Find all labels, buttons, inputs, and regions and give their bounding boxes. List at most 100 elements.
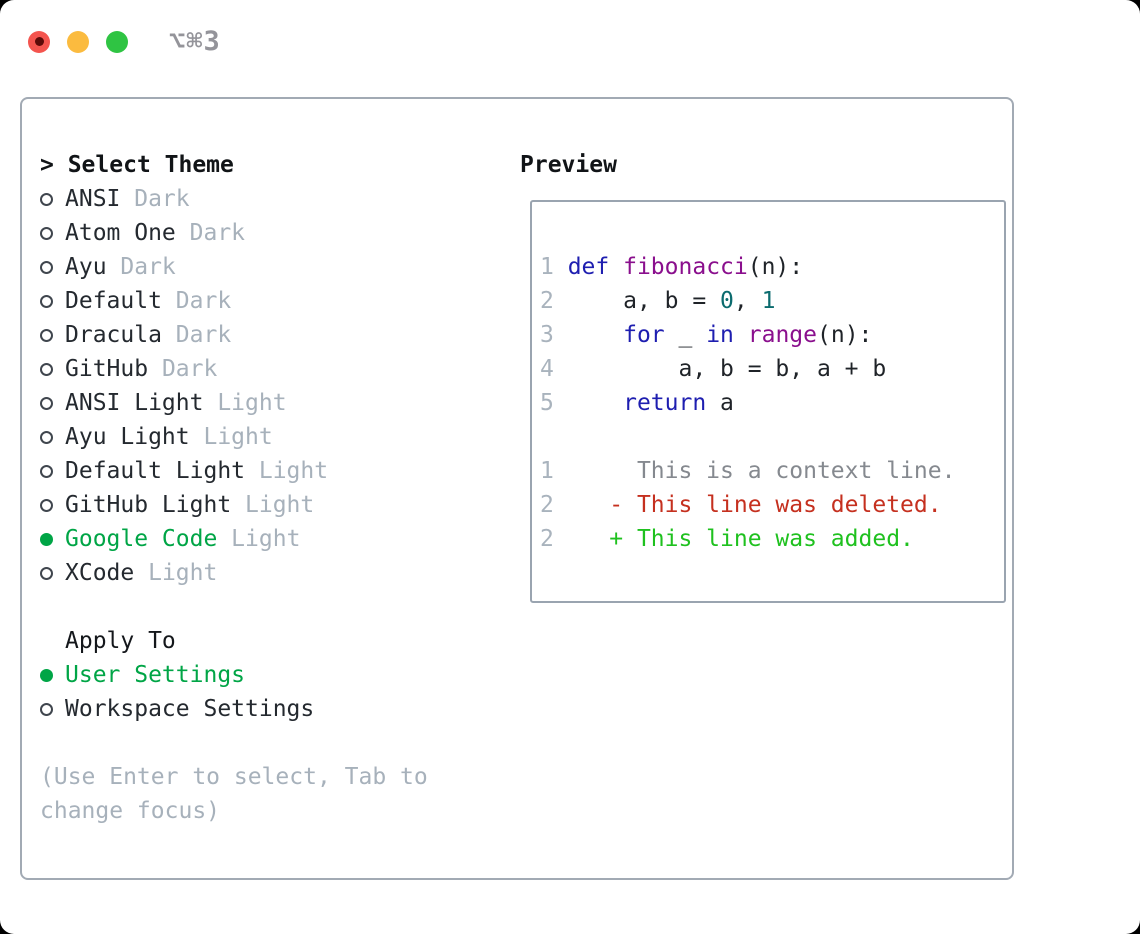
- code-segment: a, b =: [567, 288, 721, 314]
- diff-text: + This line was added.: [567, 526, 914, 552]
- radio-icon: [40, 566, 53, 580]
- radio-icon: [40, 192, 53, 206]
- code-segment: def: [567, 254, 610, 280]
- line-number: 3: [540, 322, 568, 348]
- blank-line: [540, 420, 1000, 454]
- theme-name: XCode: [65, 560, 135, 586]
- apply-to-option[interactable]: User Settings: [40, 658, 500, 692]
- minimize-button[interactable]: [67, 30, 89, 53]
- theme-option[interactable]: ANSI Dark: [40, 182, 500, 216]
- theme-variant: Dark: [161, 322, 232, 348]
- theme-name: GitHub Light: [65, 492, 232, 518]
- code-segment: [734, 322, 748, 348]
- code-line: 2 a, b = 0, 1: [540, 284, 1000, 318]
- theme-variant: Dark: [148, 356, 218, 382]
- line-number: 5: [540, 390, 568, 416]
- diff-line: 1 This is a context line.: [540, 454, 1000, 488]
- code-line: 5 return a: [540, 386, 1000, 420]
- diff-text: This is a context line.: [567, 458, 956, 484]
- theme-name: Default Light: [65, 458, 246, 484]
- code-segment: (n):: [747, 254, 804, 280]
- theme-option[interactable]: Ayu Light Light: [40, 420, 500, 454]
- apply-to-header: Apply To: [65, 628, 176, 654]
- theme-name: Default: [65, 288, 162, 314]
- theme-name: Google Code: [65, 526, 218, 552]
- line-number: 2: [540, 526, 568, 552]
- apply-to-option[interactable]: Workspace Settings: [40, 692, 500, 726]
- code-line: 1 def fibonacci(n):: [540, 250, 1000, 284]
- focus-caret: >: [40, 152, 68, 178]
- theme-option[interactable]: Default Light Light: [40, 454, 500, 488]
- theme-option[interactable]: Ayu Dark: [40, 250, 500, 284]
- theme-name: Dracula: [65, 322, 162, 348]
- theme-variant: Dark: [175, 220, 246, 246]
- theme-name: GitHub: [65, 356, 149, 382]
- close-button[interactable]: [28, 30, 50, 53]
- radio-icon: [40, 430, 53, 444]
- diff-line: 2 + This line was added.: [540, 522, 1000, 556]
- code-segment: a, b = b, a + b: [567, 356, 887, 382]
- radio-icon: [40, 328, 53, 342]
- radio-icon: [40, 396, 53, 410]
- apply-to-label: Workspace Settings: [65, 696, 315, 722]
- diff-line: 2 - This line was deleted.: [540, 488, 1000, 522]
- code-segment: fibonacci: [623, 254, 748, 280]
- code-segment: _: [664, 322, 707, 348]
- line-number: 1: [540, 458, 568, 484]
- theme-variant: Light: [189, 424, 273, 450]
- help-text: (Use Enter to select, Tab to change focu…: [40, 764, 428, 824]
- theme-option[interactable]: Google Code Light: [40, 522, 500, 556]
- theme-name: Ayu: [65, 254, 107, 280]
- line-number: 2: [540, 492, 568, 518]
- code-segment: a: [706, 390, 734, 416]
- code-segment: in: [706, 322, 734, 348]
- code-segment: ,: [733, 288, 762, 314]
- line-number: 2: [540, 288, 568, 314]
- theme-option[interactable]: XCode Light: [40, 556, 500, 590]
- radio-icon: [40, 362, 53, 376]
- code-segment: range: [747, 322, 817, 348]
- code-segment: for: [623, 322, 665, 348]
- code-line: 3 for _ in range(n):: [540, 318, 1000, 352]
- radio-icon: [40, 498, 53, 512]
- preview-header: Preview: [520, 152, 617, 178]
- theme-option[interactable]: Dracula Dark: [40, 318, 500, 352]
- maximize-button[interactable]: [106, 30, 128, 53]
- code-segment: 0: [720, 288, 734, 314]
- diff-preview: 1 This is a context line.2 - This line w…: [540, 454, 1000, 556]
- line-number: 4: [540, 356, 568, 382]
- theme-option[interactable]: GitHub Light Light: [40, 488, 500, 522]
- code-segment: [568, 322, 623, 348]
- theme-option[interactable]: ANSI Light Light: [40, 386, 500, 420]
- radio-icon: [40, 702, 53, 716]
- code-segment: (n):: [817, 322, 873, 348]
- line-number: 1: [540, 254, 568, 280]
- theme-name: Ayu Light: [65, 424, 190, 450]
- theme-name: ANSI Light: [65, 390, 204, 416]
- radio-icon: [40, 226, 53, 240]
- apply-to-label: User Settings: [65, 662, 246, 688]
- code-segment: 1: [761, 288, 776, 314]
- radio-selected-icon: [40, 668, 53, 682]
- code-segment: return: [623, 390, 707, 416]
- theme-variant: Dark: [120, 186, 190, 212]
- theme-name: ANSI: [65, 186, 121, 212]
- theme-option[interactable]: GitHub Dark: [40, 352, 500, 386]
- radio-icon: [40, 294, 53, 308]
- select-theme-title: Select Theme: [67, 152, 234, 178]
- theme-variant: Dark: [106, 254, 176, 280]
- radio-icon: [40, 464, 53, 478]
- code-line: 4 a, b = b, a + b: [540, 352, 1000, 386]
- preview-column: Preview 1 def fibonacci(n):2 a, b = 0, 1…: [520, 148, 1012, 878]
- theme-option[interactable]: Atom One Dark: [40, 216, 500, 250]
- theme-variant: Dark: [161, 288, 232, 314]
- theme-option[interactable]: Default Dark: [40, 284, 500, 318]
- radio-selected-icon: [40, 532, 53, 546]
- radio-icon: [40, 260, 53, 274]
